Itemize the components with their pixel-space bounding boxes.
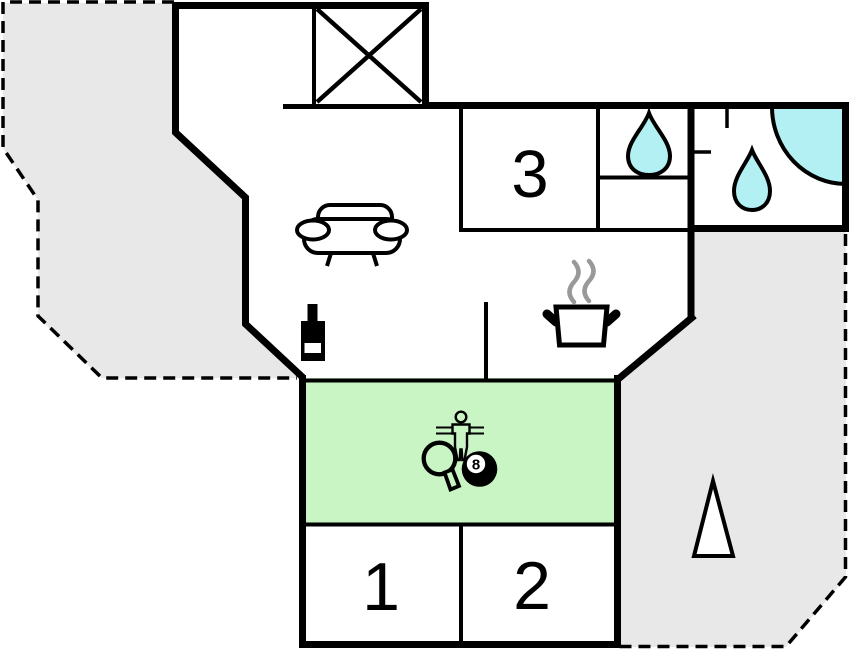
sofa-armrest-right — [373, 218, 409, 242]
paddle-handle — [442, 467, 462, 493]
pot-handle-left — [542, 309, 561, 327]
room-3-label: 3 — [511, 137, 548, 212]
exterior-walls — [172, 2, 849, 648]
terrace-right — [620, 231, 846, 647]
water-drop-bathroom-icon — [731, 144, 773, 213]
steam-wave-left — [567, 259, 581, 305]
pot-body — [553, 304, 610, 348]
skylight-cross-line-2 — [315, 7, 423, 104]
wall-outline-left — [172, 2, 428, 382]
wood-stove-icon — [301, 304, 325, 361]
water-drop-toilet-icon — [625, 107, 673, 178]
terrace-right-dashed-border — [619, 234, 848, 649]
room-1-label: 1 — [362, 549, 400, 625]
sofa-armrest-left — [295, 218, 331, 242]
billiard-ball-circle — [464, 452, 488, 476]
terrace-left — [3, 3, 303, 378]
wall-bedroom-block — [299, 375, 621, 648]
foosball-player-icon — [436, 410, 484, 462]
skylight-cross-icon — [283, 4, 428, 109]
pot-handle-right — [602, 309, 621, 327]
stove-body — [301, 321, 325, 361]
billiard-ball-number: 8 — [472, 457, 480, 474]
corner-bathtub-icon — [769, 105, 848, 187]
stove-flue — [307, 304, 318, 324]
foosball-player-head — [454, 410, 468, 424]
terrace-left-dashed-border — [1, 0, 297, 380]
billiard-ball-icon: 8 — [461, 451, 498, 487]
tree-icon — [691, 473, 736, 558]
stove-window — [304, 343, 321, 353]
paddle-blade — [421, 440, 458, 477]
steam-wave-right — [582, 258, 596, 304]
wall-diagonal-right — [614, 312, 697, 384]
steaming-pot-icon — [542, 258, 621, 348]
sofa-icon — [295, 203, 409, 267]
room-2-label: 2 — [513, 548, 551, 624]
table-tennis-paddle-icon — [421, 440, 462, 493]
foosball-player-body — [451, 423, 471, 462]
